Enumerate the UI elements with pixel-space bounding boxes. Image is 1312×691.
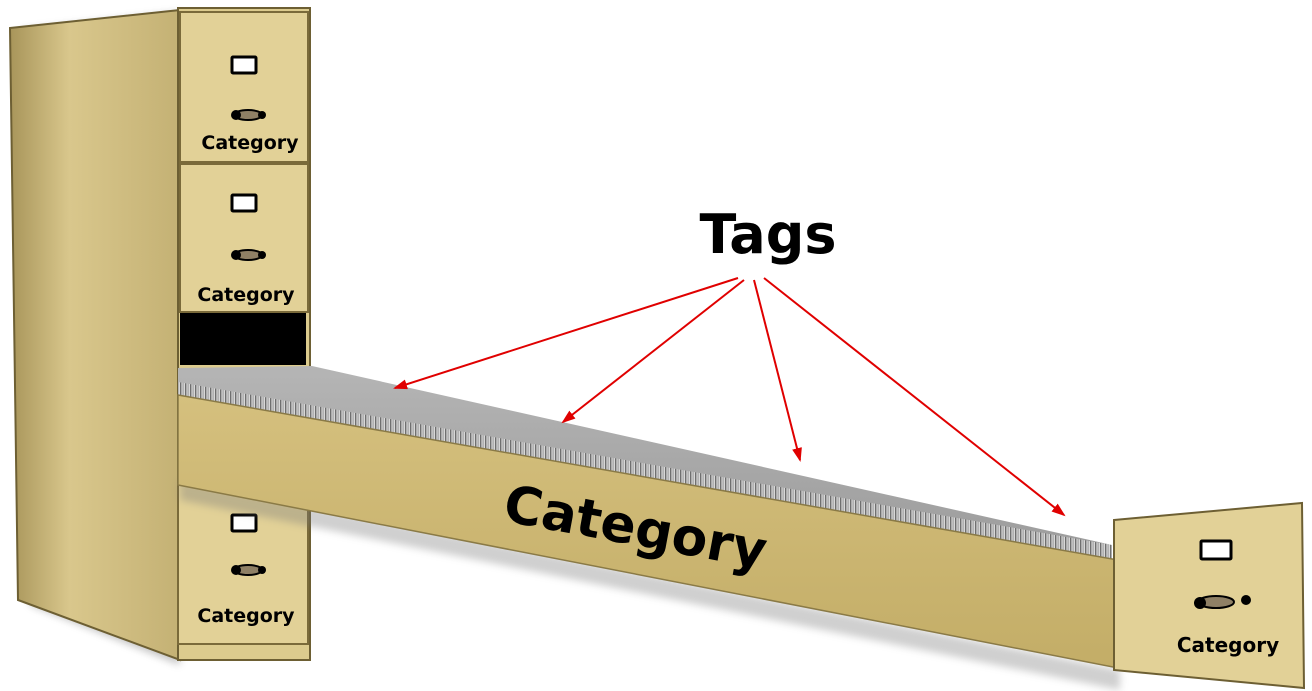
drawer-second-label: Category (197, 284, 295, 306)
tag-arrows (393, 277, 1066, 517)
cabinet-side (8, 8, 181, 662)
drawer-handle-icon (231, 109, 266, 121)
drawer-handle-icon (231, 249, 266, 261)
filing-cabinet: Category Category Category (8, 7, 311, 662)
drawer-front-label: Category (1177, 633, 1279, 657)
arrow-1 (393, 277, 739, 390)
arrow-3 (753, 279, 802, 462)
arrow-4 (763, 277, 1066, 517)
drawer-handle-icon (1194, 595, 1251, 609)
drawer-bottom-label: Category (197, 605, 295, 627)
open-drawer-slot (180, 313, 306, 365)
drawer-second[interactable]: Category (179, 163, 309, 313)
drawer-top-label: Category (201, 132, 299, 154)
extended-drawer: Category Category (177, 366, 1306, 690)
label-holder-icon (1199, 539, 1233, 561)
label-holder-icon (230, 55, 258, 75)
tags-top-surface (178, 366, 1112, 545)
label-holder-icon (230, 513, 258, 533)
drawer-top[interactable]: Category (179, 11, 309, 163)
arrow-2 (561, 279, 745, 424)
label-holder-icon (230, 193, 258, 213)
drawer-handle-icon (231, 564, 266, 576)
tags-title: Tags (699, 203, 836, 266)
drawer-shadow (180, 480, 1120, 690)
